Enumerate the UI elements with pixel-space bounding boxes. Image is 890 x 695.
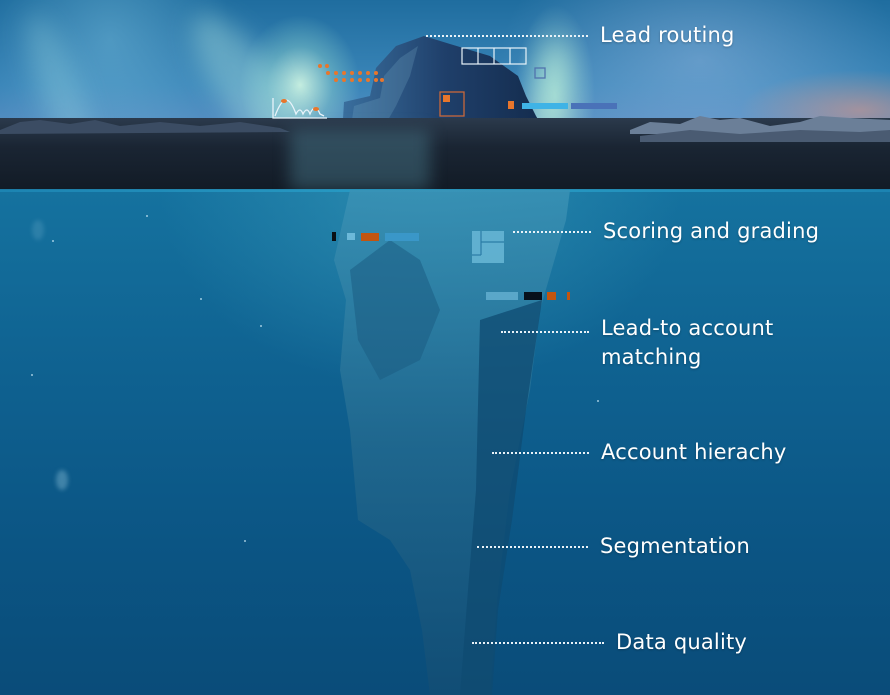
bubble bbox=[52, 240, 54, 242]
bubble bbox=[31, 374, 33, 376]
leader-line bbox=[426, 34, 588, 37]
label-data-quality: Data quality bbox=[472, 628, 747, 657]
bubble bbox=[597, 400, 599, 402]
label-lead-routing: Lead routing bbox=[426, 21, 735, 50]
label-scoring-and-grading: Scoring and grading bbox=[513, 217, 819, 246]
bubble bbox=[146, 215, 148, 217]
bubble bbox=[260, 325, 262, 327]
square-outline-icon bbox=[534, 67, 546, 79]
progress-bars-icon bbox=[486, 292, 570, 300]
light-orb bbox=[56, 470, 68, 490]
progress-bars-icon bbox=[508, 101, 617, 109]
iceberg-submerged bbox=[334, 190, 570, 695]
label-text: Lead-to account matching bbox=[601, 314, 801, 372]
label-text: Lead routing bbox=[600, 23, 735, 47]
leader-line bbox=[513, 230, 591, 233]
bubble bbox=[200, 298, 202, 300]
bubble bbox=[244, 540, 246, 542]
label-segmentation: Segmentation bbox=[477, 532, 750, 561]
line-chart-icon bbox=[272, 98, 327, 119]
reflection-glow bbox=[290, 130, 430, 190]
light-orb bbox=[32, 220, 44, 240]
leader-line bbox=[472, 641, 604, 644]
leader-line bbox=[477, 545, 588, 548]
label-text: Data quality bbox=[616, 630, 748, 654]
label-text: Account hierachy bbox=[601, 440, 787, 464]
leader-line bbox=[492, 451, 589, 454]
segmented-boxes-icon bbox=[461, 47, 527, 65]
label-text: Segmentation bbox=[600, 534, 750, 558]
ice-floes bbox=[0, 116, 890, 142]
label-line-1: Lead-to account bbox=[601, 316, 774, 340]
layout-block-icon bbox=[472, 231, 504, 263]
label-text: Scoring and grading bbox=[603, 219, 820, 243]
label-lead-to-account-matching: Lead-to account matching bbox=[501, 314, 801, 372]
label-account-hierachy: Account hierachy bbox=[492, 438, 787, 467]
label-line-2: matching bbox=[601, 345, 702, 369]
dot-grid-icon bbox=[318, 64, 388, 82]
progress-bars-icon bbox=[332, 232, 419, 241]
leader-line bbox=[501, 331, 589, 333]
nested-square-icon bbox=[439, 91, 465, 117]
iceberg-tip bbox=[342, 36, 548, 136]
